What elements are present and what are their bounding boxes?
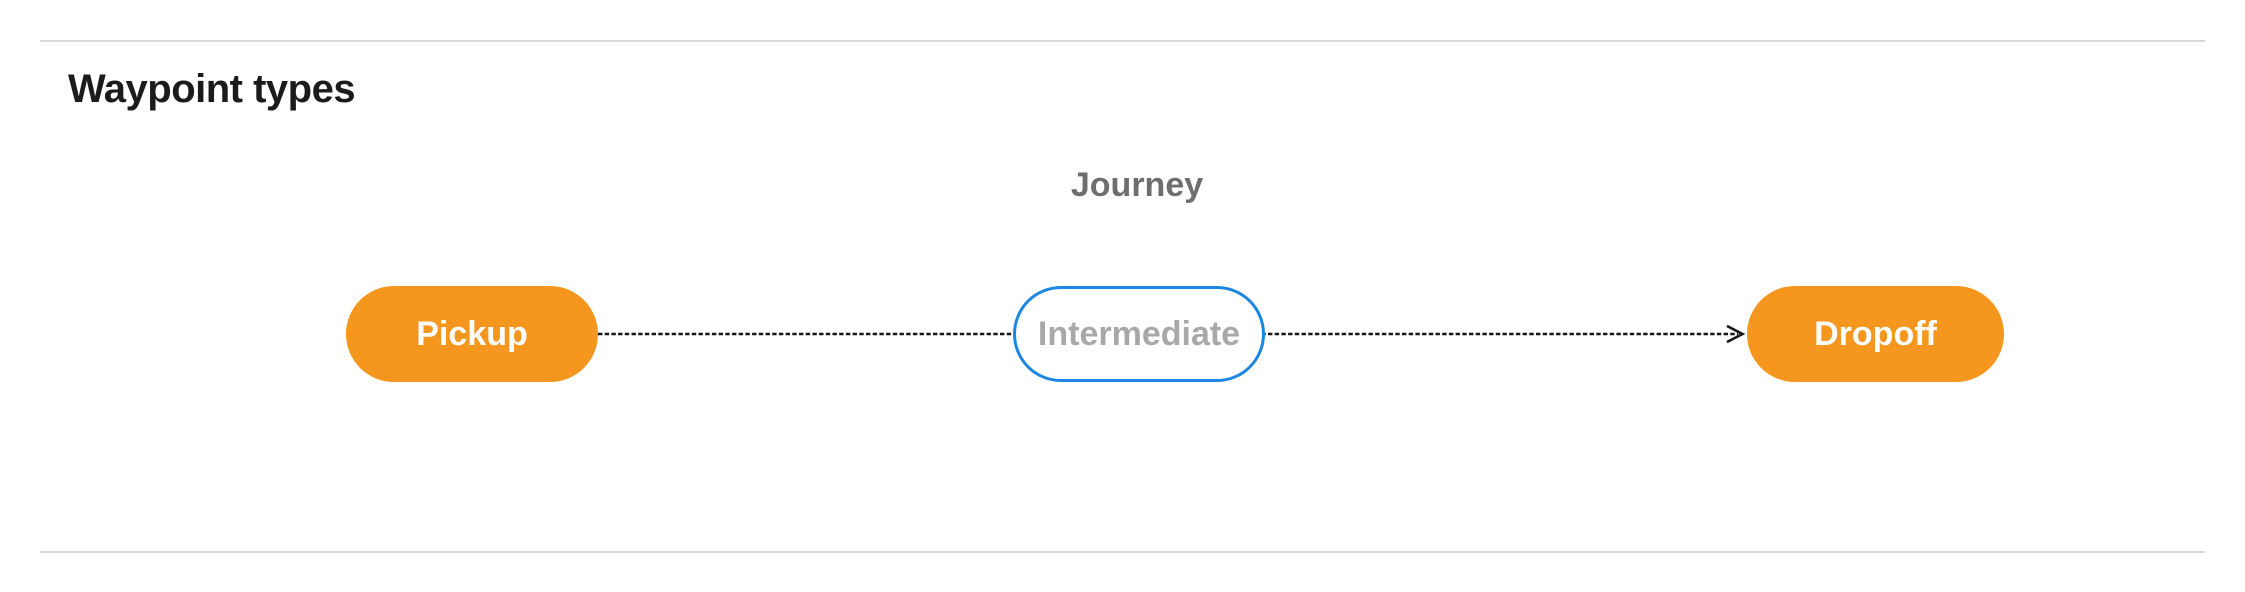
node-intermediate-label: Intermediate bbox=[1037, 314, 1241, 353]
journey-caption: Journey bbox=[1070, 166, 1204, 204]
node-pickup: Pickup bbox=[346, 286, 598, 382]
node-dropoff-label: Dropoff bbox=[1814, 314, 1937, 353]
section-heading: Waypoint types bbox=[68, 67, 356, 111]
node-pickup-label: Pickup bbox=[416, 314, 528, 353]
top-divider bbox=[40, 40, 2205, 42]
arrowhead-icon bbox=[1726, 324, 1746, 344]
bottom-divider bbox=[40, 551, 2205, 553]
node-intermediate: Intermediate bbox=[1013, 286, 1265, 382]
node-dropoff: Dropoff bbox=[1747, 286, 2004, 382]
